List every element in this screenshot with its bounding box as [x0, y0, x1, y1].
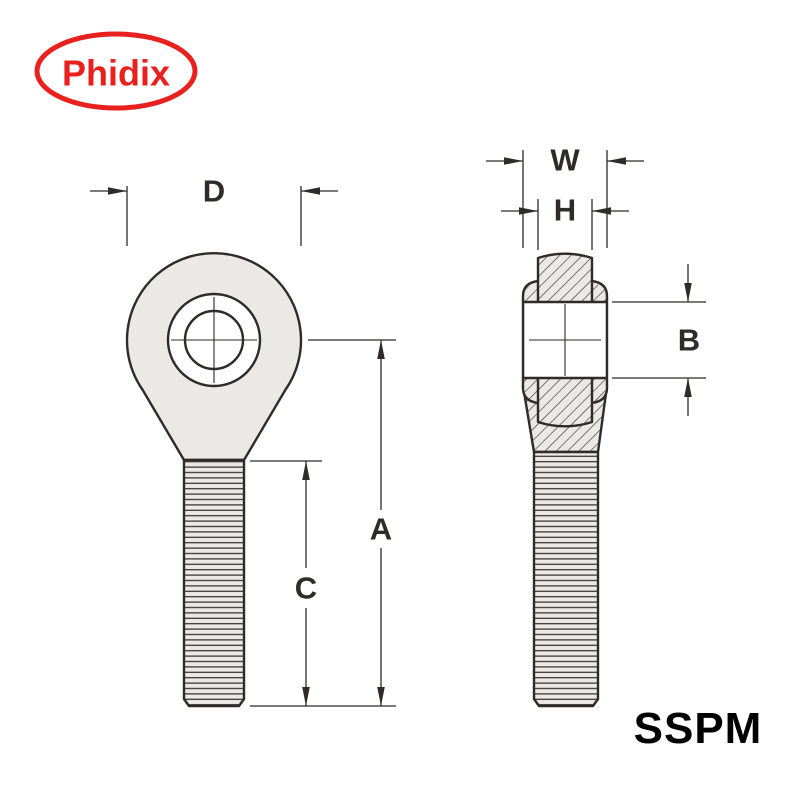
dimension-overall-length: A: [250, 339, 396, 707]
dimension-head-diameter: D: [90, 174, 338, 246]
logo-text: Phidix: [62, 53, 170, 94]
dim-w-extension-lines: [522, 150, 608, 248]
dim-c-label: C: [295, 571, 317, 606]
dim-d-label: D: [203, 174, 225, 209]
dimension-housing-width: W: [486, 143, 644, 248]
front-crosshair: [171, 297, 257, 383]
dim-w-label: W: [550, 143, 580, 178]
logo-ellipse: [34, 31, 198, 111]
side-crosshair: [529, 304, 601, 376]
side-view: [521, 252, 609, 708]
front-view: [125, 252, 303, 708]
side-shank-threads: [534, 452, 598, 706]
phidix-logo: Phidix: [34, 31, 198, 111]
dimension-thread-length: C: [250, 460, 322, 706]
dimension-ball-width: H: [501, 193, 629, 250]
dim-b-label: B: [678, 323, 700, 358]
dim-d-extension-lines: [126, 186, 302, 246]
front-shank-threads: [184, 460, 244, 706]
dimension-bore-length: B: [612, 264, 706, 416]
side-bore-lines: [523, 300, 607, 380]
side-hatch-lower: [524, 379, 606, 451]
side-hatch-upper: [524, 254, 606, 301]
dim-a-label: A: [370, 512, 392, 547]
dim-h-label: H: [554, 193, 576, 228]
part-code: SSPM: [634, 704, 763, 753]
